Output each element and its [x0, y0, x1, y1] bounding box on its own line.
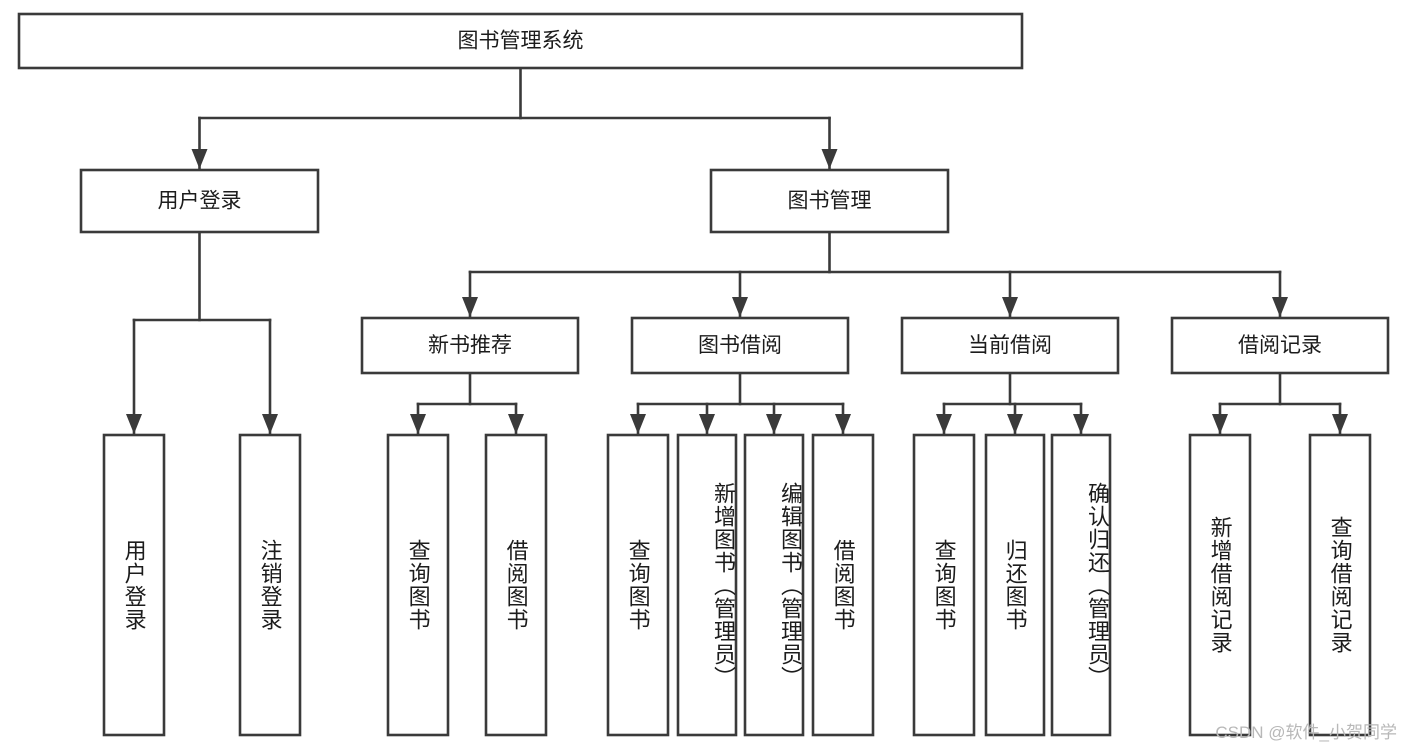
level3-node-box-3[interactable]	[1170, 316, 1390, 375]
arrow-head-icon	[1212, 414, 1228, 434]
arrow-head-icon	[262, 414, 278, 434]
leaf-node-label-9: 归还图书	[1003, 539, 1028, 631]
leaf-node-box-2[interactable]	[386, 433, 450, 737]
level3-node-label-0: 新书推荐	[428, 334, 512, 357]
root-node-box[interactable]	[17, 12, 1024, 70]
leaf-node-box-12[interactable]	[1308, 433, 1372, 737]
level3-node-label-3: 借阅记录	[1238, 334, 1322, 357]
arrow-head-icon	[1002, 297, 1018, 317]
leaf-node-label-1: 注销登录	[258, 539, 283, 631]
leaf-node-box-9[interactable]	[984, 433, 1046, 737]
leaf-node-box-3[interactable]	[484, 433, 548, 737]
arrow-head-icon	[1272, 297, 1288, 317]
level3-node-label-2: 当前借阅	[968, 334, 1052, 357]
arrow-head-icon	[191, 149, 208, 169]
leaf-node-label-10: 确认归还（管理员）	[1085, 482, 1110, 689]
leaf-node-label-7: 借阅图书	[831, 539, 856, 631]
leaf-node-label-4: 查询图书	[626, 539, 651, 631]
level2-node-label-0: 用户登录	[158, 190, 242, 213]
level2-node-box-0[interactable]	[79, 168, 320, 234]
leaf-node-box-8[interactable]	[912, 433, 976, 737]
arrow-head-icon	[821, 149, 838, 169]
arrow-head-icon	[1073, 414, 1089, 434]
arrow-head-icon	[508, 414, 524, 434]
arrow-head-icon	[462, 297, 478, 317]
leaf-node-label-0: 用户登录	[122, 539, 147, 631]
level3-node-box-2[interactable]	[900, 316, 1120, 375]
arrow-head-icon	[766, 414, 782, 434]
leaf-node-box-5[interactable]	[676, 433, 738, 737]
arrow-head-icon	[1007, 414, 1023, 434]
arrow-head-icon	[835, 414, 851, 434]
arrow-head-icon	[699, 414, 715, 434]
leaf-node-label-5: 新增图书（管理员）	[711, 482, 736, 689]
leaf-node-box-10[interactable]	[1050, 433, 1112, 737]
leaf-node-box-11[interactable]	[1188, 433, 1252, 737]
level3-node-box-1[interactable]	[630, 316, 850, 375]
leaf-node-label-2: 查询图书	[406, 539, 431, 631]
root-node-label: 图书管理系统	[458, 30, 584, 53]
level3-node-box-0[interactable]	[360, 316, 580, 375]
arrow-head-icon	[126, 414, 142, 434]
arrow-head-icon	[732, 297, 748, 317]
leaf-node-label-6: 编辑图书（管理员）	[778, 482, 803, 689]
leaf-node-label-12: 查询借阅记录	[1328, 516, 1353, 654]
arrow-head-icon	[410, 414, 426, 434]
watermark-label: CSDN @软件_小贺同学	[1215, 723, 1397, 742]
level2-node-label-1: 图书管理	[788, 190, 872, 213]
leaf-node-box-6[interactable]	[743, 433, 805, 737]
arrow-head-icon	[1332, 414, 1348, 434]
leaf-node-label-8: 查询图书	[932, 539, 957, 631]
leaf-node-label-3: 借阅图书	[504, 539, 529, 631]
leaf-node-box-0[interactable]	[102, 433, 166, 737]
level2-node-box-1[interactable]	[709, 168, 950, 234]
leaf-node-box-4[interactable]	[606, 433, 670, 737]
level3-node-label-1: 图书借阅	[698, 334, 782, 357]
arrow-head-icon	[630, 414, 646, 434]
arrow-head-icon	[936, 414, 952, 434]
leaf-node-label-11: 新增借阅记录	[1208, 516, 1233, 654]
leaf-node-box-7[interactable]	[811, 433, 875, 737]
leaf-node-box-1[interactable]	[238, 433, 302, 737]
